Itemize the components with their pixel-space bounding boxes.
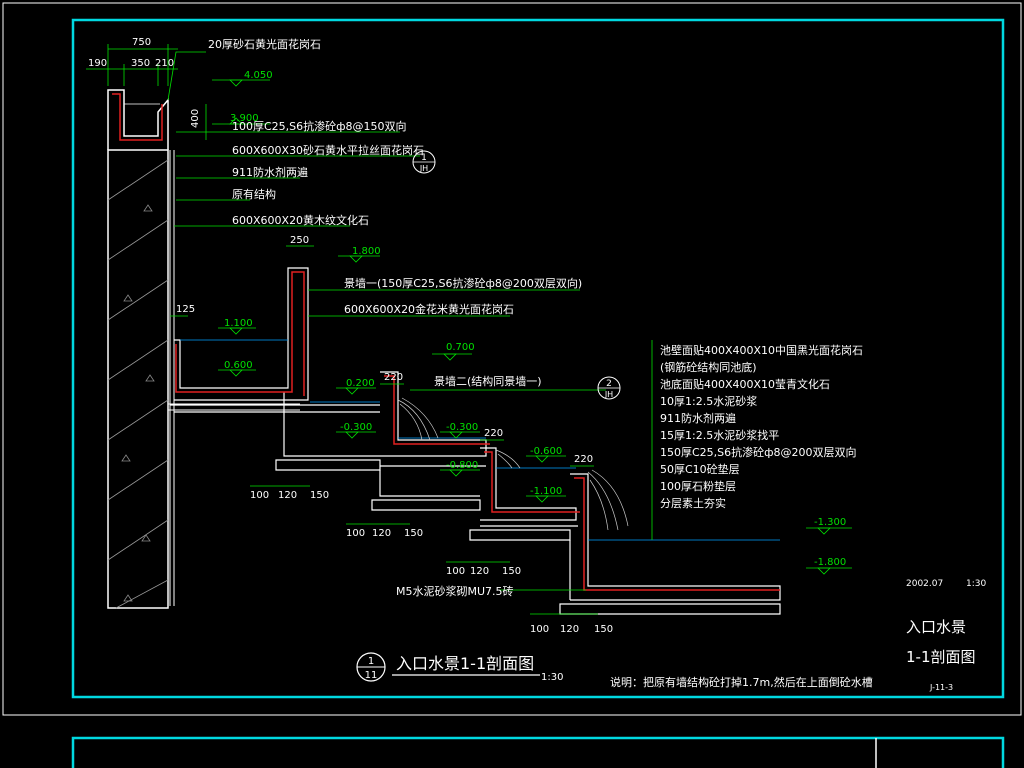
drawing-title-block: 1 11 入口水景1-1剖面图 1:30 说明：把原有墙结构砼打掉1.7m,然后…: [356, 579, 986, 692]
drawing-date: 2002.07: [906, 579, 943, 589]
detail-marker-2: 2 JH: [597, 376, 621, 400]
dim-190: 190: [88, 58, 107, 69]
elev-0200: 0.200: [346, 378, 375, 389]
elev-minus-1100: -1.100: [530, 486, 562, 497]
drawing-title: 入口水景1-1剖面图: [396, 654, 534, 673]
right-annotations: 池壁面贴400X400X10中国黑光面花岗石 (钢筋砼结构同池底) 池底面贴40…: [660, 343, 863, 510]
dim-750: 750: [132, 37, 151, 48]
label-compacted-soil: 分层素土夯实: [660, 496, 726, 510]
dim-220-a: 220: [384, 372, 403, 383]
label-concrete-200: 150厚C25,S6抗渗砼ф8@200双层双向: [660, 445, 857, 459]
label-pool-wall-note: (钢筋砼结构同池底): [660, 360, 757, 374]
label-waterproof: 911防水剂两遍: [660, 411, 736, 425]
elev-0600: 0.600: [224, 360, 253, 371]
dim-step-4-100: 100: [530, 624, 549, 635]
waterfall-flows: [397, 397, 629, 531]
label-stone-powder: 100厚石粉垫层: [660, 479, 736, 493]
dim-step-1-120: 120: [278, 490, 297, 501]
label-feature-wall-1: 景墙一(150厚C25,S6抗渗砼ф8@200双层双向): [344, 276, 582, 290]
dim-step-2-120: 120: [372, 528, 391, 539]
dim-step-3-100: 100: [446, 566, 465, 577]
drawing-title-scale: 1:30: [541, 672, 563, 683]
label-brick-mortar: M5水泥砂浆砌MU7.5砖: [396, 584, 514, 598]
elev-4050: 4.050: [244, 70, 273, 81]
dimension-texts: 750 190 350 210 400 250 125 220 220 220 …: [88, 37, 613, 635]
dim-step-4-120: 120: [560, 624, 579, 635]
detail-marker-1: 1 JH: [412, 150, 436, 174]
sheet-number: J-11-3: [929, 683, 953, 692]
dimension-lines: [86, 44, 852, 615]
label-concrete-150: 100厚C25,S6抗渗砼ф8@150双向: [232, 119, 407, 133]
label-top-granite: 20厚砂石黄光面花岗石: [208, 37, 321, 51]
label-pool-wall: 池壁面贴400X400X10中国黑光面花岗石: [660, 343, 863, 357]
detail-marker-1-sheet: JH: [419, 164, 428, 173]
dim-step-2-150: 150: [404, 528, 423, 539]
water-surfaces: [180, 339, 780, 541]
dim-250: 250: [290, 235, 309, 246]
stepped-pool-structure: [170, 267, 781, 615]
original-wall: [107, 149, 169, 609]
top-trough: [107, 89, 169, 150]
elev-1100: 1.100: [224, 318, 253, 329]
dim-220-b: 220: [484, 428, 503, 439]
dim-step-1-100: 100: [250, 490, 269, 501]
elev-0700: 0.700: [446, 342, 475, 353]
block-title-line-2: 1-1剖面图: [906, 648, 976, 666]
detail-marker-2-number: 2: [606, 379, 612, 389]
elev-minus-0800: -0.800: [446, 460, 478, 471]
dim-step-1-150: 150: [310, 490, 329, 501]
middle-annotations: 景墙一(150厚C25,S6抗渗砼ф8@200双层双向) 600X600X20金…: [344, 276, 582, 598]
label-gold-granite: 600X600X20金花米黄光面花岗石: [344, 302, 514, 316]
elev-minus-1800: -1.800: [814, 557, 846, 568]
elev-minus-0300-a: -0.300: [340, 422, 372, 433]
label-mortar-15: 15厚1:2.5水泥砂浆找平: [660, 428, 779, 442]
dim-step-4-150: 150: [594, 624, 613, 635]
block-title-line-1: 入口水景: [906, 618, 966, 636]
title-callout-sheet: 11: [365, 670, 378, 681]
elev-minus-0600: -0.600: [530, 446, 562, 457]
top-annotations: 20厚砂石黄光面花岗石 100厚C25,S6抗渗砼ф8@150双向 600X60…: [208, 37, 424, 227]
label-mortar-10: 10厚1:2.5水泥砂浆: [660, 394, 757, 408]
elevation-triangles: [229, 79, 831, 575]
dim-step-3-120: 120: [470, 566, 489, 577]
dim-125: 125: [176, 304, 195, 315]
outer-frame: [2, 2, 1022, 716]
dim-210: 210: [155, 58, 174, 69]
ground-lines: [168, 403, 300, 411]
detail-marker-1-number: 1: [421, 153, 427, 163]
waterproof-layer: [175, 271, 780, 591]
elev-3900: 3.900: [230, 113, 259, 124]
inner-frame: [71, 18, 1005, 699]
dim-step-3-150: 150: [502, 566, 521, 577]
dim-220-c: 220: [574, 454, 593, 465]
label-brushed-granite: 600X600X30砂石黄水平拉丝面花岗石: [232, 143, 424, 157]
drawing-note: 说明：把原有墙结构砼打掉1.7m,然后在上面倒砼水槽: [610, 675, 873, 689]
label-culture-stone: 600X600X20黄木纹文化石: [232, 213, 369, 227]
detail-marker-2-sheet: JH: [604, 390, 613, 399]
wall-cladding: [169, 150, 175, 606]
elev-minus-0300-b: -0.300: [446, 422, 478, 433]
elev-minus-1300: -1.300: [814, 517, 846, 528]
label-waterproof-911: 911防水剂两遍: [232, 165, 308, 179]
label-feature-wall-2: 景墙二(结构同景墙一): [434, 374, 542, 388]
label-original-structure: 原有结构: [232, 187, 276, 201]
dim-step-2-100: 100: [346, 528, 365, 539]
elev-1800: 1.800: [352, 246, 381, 257]
title-callout-number: 1: [368, 656, 374, 667]
label-c10-base: 50厚C10砼垫层: [660, 462, 740, 476]
drawing-scale: 1:30: [966, 579, 986, 589]
elevation-texts: 4.050 3.900 1.800 1.100 0.700 0.600 0.20…: [224, 70, 846, 568]
dim-350: 350: [131, 58, 150, 69]
dim-400: 400: [190, 109, 201, 128]
label-pool-bottom: 池底面贴400X400X10莹青文化石: [660, 377, 830, 391]
next-sheet-frame: [71, 736, 1005, 768]
